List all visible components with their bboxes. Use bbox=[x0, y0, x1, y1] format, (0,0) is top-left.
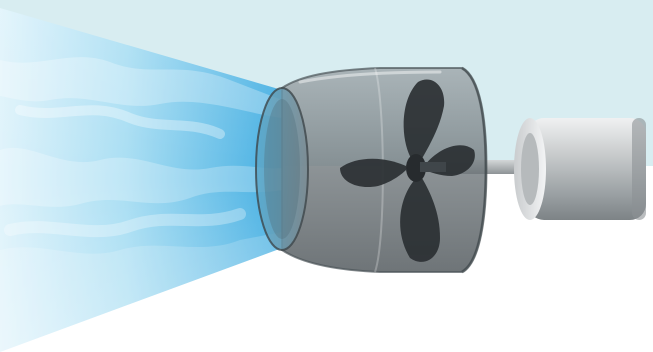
impeller bbox=[340, 79, 475, 262]
water-jet bbox=[0, 8, 282, 352]
motor bbox=[514, 118, 646, 220]
